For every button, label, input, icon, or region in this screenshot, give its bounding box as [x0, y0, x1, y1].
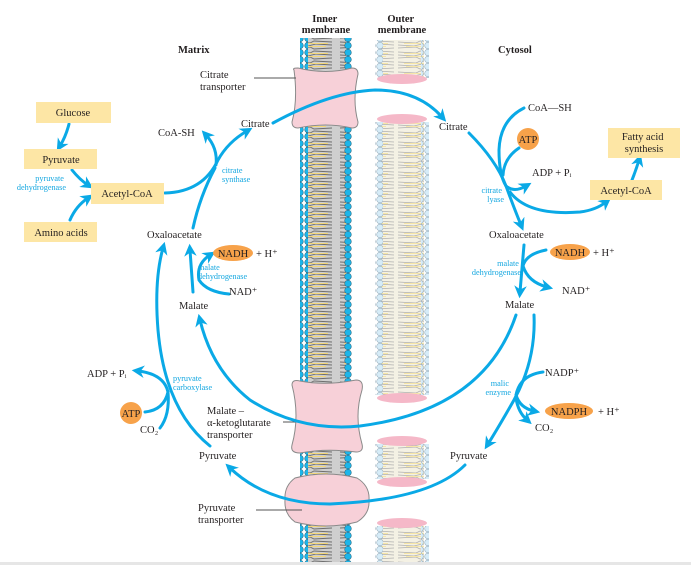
arrow-oxaloacetate-malate-cytosol	[514, 243, 527, 299]
pyruvate-transporter-label: Pyruvate transporter	[198, 503, 244, 526]
arrow-atp-in-matrix	[143, 390, 170, 414]
coa-sh-cytosol: CoA—SH	[528, 103, 572, 114]
pyruvate-dehydrogenase-label: pyruvate dehydrogenase	[17, 174, 66, 192]
citrate-synthase-label: citrate synthase	[222, 166, 251, 184]
cytosol-label: Cytosol	[498, 45, 532, 56]
arrow-nad-nadh-matrix	[197, 251, 231, 296]
atp-circle-matrix: ATP	[120, 402, 142, 424]
citrate-transporter-label: Citrate transporter	[200, 70, 246, 93]
oxaloacetate-cytosol: Oxaloacetate	[489, 230, 544, 241]
malate-dehydrogenase-label-matrix: malate dehydrogenase	[198, 263, 247, 281]
amino-acids-box: Amino acids	[24, 222, 97, 242]
arrow-aminoacids-acetylcoa	[68, 194, 94, 222]
arrow-pyruvate-import	[225, 463, 467, 506]
svg-text:ATP: ATP	[519, 135, 538, 146]
arrow-adp-out	[504, 182, 532, 195]
arrow-nadp-in	[514, 370, 545, 397]
svg-text:NADPH: NADPH	[551, 407, 588, 418]
arrow-adp-out-matrix	[131, 365, 170, 394]
arrow-malate-pyruvate-cytosol	[484, 313, 536, 450]
nad-plus-matrix: NAD⁺	[229, 287, 257, 298]
nad-plus-cytosol: NAD⁺	[562, 286, 590, 297]
pyruvate-cytosol: Pyruvate	[450, 451, 488, 462]
arrow-malate-import	[195, 313, 518, 429]
malate-dehydrogenase-label-cytosol: malate dehydrogenase	[472, 259, 521, 277]
matrix-label: Matrix	[178, 45, 210, 56]
pyruvate-carboxylase-label: pyruvate carboxylase	[173, 374, 212, 392]
h-plus-cytosol-2: + H⁺	[598, 407, 620, 418]
co2-matrix: CO₂	[140, 425, 159, 436]
fatty-acid-synthesis-box: Fatty acid synthesis	[608, 128, 680, 158]
co2-cytosol: CO₂	[535, 423, 554, 434]
arrow-acetylcoa-citrate	[163, 127, 253, 195]
nadp-plus-cytosol: NADP⁺	[545, 368, 579, 379]
acetyl-coa-box-matrix: Acetyl-CoA	[91, 183, 164, 204]
arrow-citrate-export	[271, 88, 447, 125]
svg-text:Acetyl-CoA: Acetyl-CoA	[600, 186, 652, 197]
arrow-citrate-oxaloacetate	[467, 131, 525, 231]
adp-pi-matrix: ADP + Pᵢ	[87, 369, 127, 380]
arrow-to-coash-matrix	[201, 130, 218, 167]
citrate-cytosol: Citrate	[439, 122, 468, 133]
arrow-co2-in-matrix	[158, 390, 170, 430]
svg-text:Amino acids: Amino acids	[34, 228, 87, 239]
adp-pi-cytosol: ADP + Pᵢ	[532, 168, 572, 179]
nadh-oval-cytosol: NADH	[550, 244, 590, 260]
svg-text:ATP: ATP	[122, 409, 141, 420]
malic-enzyme-label: malic enzyme	[486, 379, 512, 397]
svg-text:Fatty acid synthesis: Fatty acid synthesis	[622, 132, 666, 155]
arrow-nadh-nad-cytosol	[521, 248, 554, 292]
h-plus-matrix: + H⁺	[256, 249, 278, 260]
outer-membrane	[375, 40, 429, 565]
citrate-transporter	[291, 67, 359, 129]
svg-text:NADH: NADH	[218, 249, 249, 260]
bottom-border	[0, 562, 691, 565]
svg-text:Acetyl-CoA: Acetyl-CoA	[101, 189, 153, 200]
glucose-box: Glucose	[36, 102, 111, 123]
coa-sh-matrix: CoA-SH	[158, 128, 195, 139]
arrow-acetylcoa-cytosol	[508, 190, 611, 215]
pathway-arrows	[56, 88, 644, 506]
arrow-oxaloacetate-up	[191, 166, 217, 230]
malate-akg-transporter-label: Malate – α-ketoglutarate transporter	[207, 406, 273, 441]
malate-matrix: Malate	[179, 301, 208, 312]
nadh-oval-matrix: NADH	[213, 245, 253, 261]
malate-cytosol: Malate	[505, 300, 534, 311]
citrate-lyase-label: citrate lyase	[482, 186, 505, 204]
oxaloacetate-matrix: Oxaloacetate	[147, 230, 202, 241]
acetyl-coa-box-cytosol: Acetyl-CoA	[590, 180, 662, 200]
arrow-to-fattyacid	[630, 153, 644, 182]
inner-membrane-label: Inner membrane	[302, 14, 351, 36]
malate-akg-transporter	[291, 379, 363, 454]
svg-text:Pyruvate: Pyruvate	[42, 155, 80, 166]
svg-text:Glucose: Glucose	[56, 108, 91, 119]
citrate-matrix: Citrate	[241, 119, 270, 130]
pyruvate-matrix: Pyruvate	[199, 451, 237, 462]
atp-circle-cytosol: ATP	[517, 128, 539, 150]
h-plus-cytosol: + H⁺	[593, 248, 615, 259]
outer-membrane-label: Outer membrane	[378, 14, 427, 36]
nadph-oval: NADPH	[545, 403, 593, 419]
arrow-co2-out-cytosol	[514, 396, 532, 425]
pyruvate-box: Pyruvate	[24, 149, 97, 169]
arrow-pyruvate-oxaloacetate-matrix	[155, 241, 212, 448]
arrow-atp-in	[501, 146, 521, 177]
arrow-glucose-pyruvate	[56, 122, 71, 152]
arrow-pyruvate-acetylcoa	[70, 168, 94, 189]
svg-text:NADH: NADH	[555, 248, 586, 259]
arrow-malate-oxaloacetate-matrix	[184, 243, 197, 294]
arrow-coash-in	[497, 106, 526, 188]
